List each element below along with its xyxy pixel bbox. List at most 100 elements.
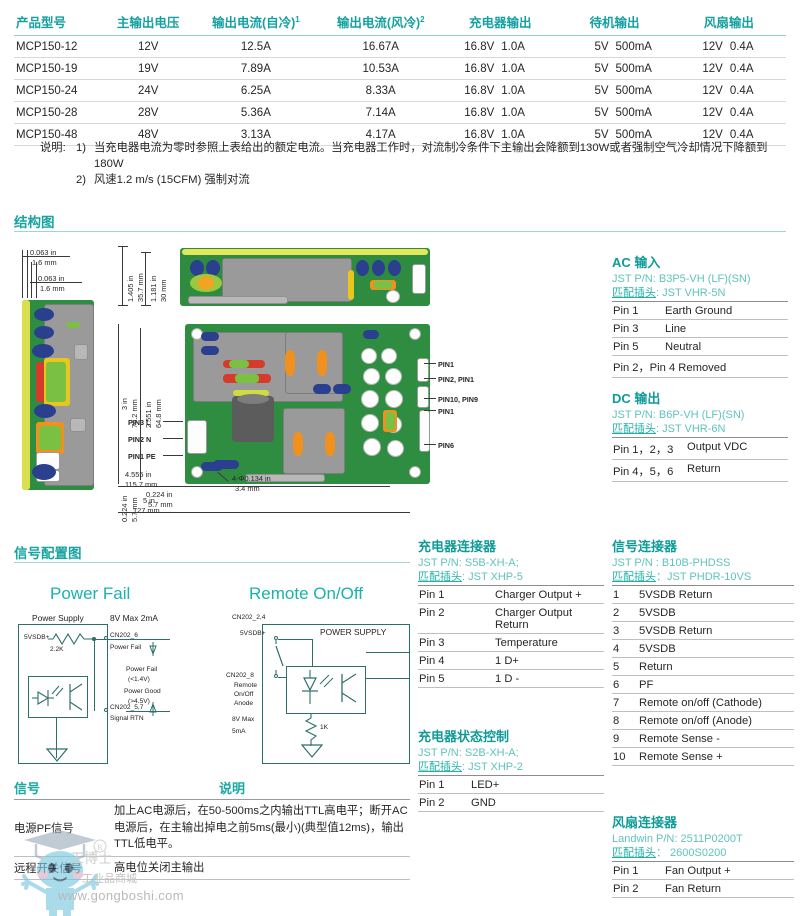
fan-voltage: 12V	[702, 84, 723, 97]
table-row: 电源PF信号 加上AC电源后，在50-500ms之内输出TTL高电平；断开AC电…	[14, 800, 410, 857]
leader-line	[163, 438, 183, 439]
connector-block-charger: 充电器连接器 JST P/N: S5B-XH-A; 匹配插头: JST XHP-…	[418, 536, 604, 688]
mechanical-drawing: 0.063 in 1.6 mm 0.063 in 1.6 mm	[0, 232, 600, 532]
dim-line-width2	[118, 512, 410, 513]
pin-function: Line	[664, 319, 788, 338]
capacitor-large	[385, 368, 402, 385]
optocoupler-internals	[302, 670, 357, 704]
dim-line	[122, 246, 123, 306]
cell-current-convection: 12.5A	[193, 35, 319, 58]
leader-line	[163, 455, 183, 456]
connector-right	[417, 358, 429, 382]
pin-number: 9	[612, 729, 638, 748]
ground-symbol	[301, 744, 323, 758]
wire	[94, 639, 95, 711]
sup-2: 2	[420, 14, 425, 24]
note-2: 2) 风速1.2 m/s (15CFM) 强制对流	[40, 172, 780, 188]
pin-number: Pin 5	[418, 669, 494, 688]
mate-value: ：JST PHDR-10VS	[656, 571, 752, 583]
fan-voltage: 12V	[702, 106, 723, 119]
signal-config-diagrams: Power Fail Power Supply 5VSDB+ 2.2K	[14, 572, 414, 772]
cell-vout: 12V	[102, 35, 194, 58]
mount-rail	[245, 474, 325, 482]
resistor-symbol	[304, 714, 318, 746]
capacitor	[356, 260, 369, 276]
wire	[18, 624, 19, 764]
connector-right	[417, 386, 429, 408]
label-power-supply: Power Supply	[32, 613, 84, 623]
table-row: 远程开关信号 高电位关闭主输出	[14, 857, 410, 880]
capacitor	[201, 462, 223, 471]
sup-1: 1	[295, 14, 300, 24]
mate-label: 匹配插头	[612, 423, 656, 435]
section-title-structure: 结构图	[14, 215, 55, 230]
dim-thickness-1-in: 0.063 in	[30, 248, 57, 257]
power-fail-schematic: Power Supply 5VSDB+ 2.2K	[18, 613, 204, 772]
specification-table: 产品型号 主输出电压 输出电流(自冷)1 输出电流(风冷)2 充电器输出 待机输…	[14, 10, 786, 146]
dc-output-mate: 匹配插头: JST VHR-6N	[612, 422, 788, 436]
mate-value: : JST XHP-2	[462, 761, 523, 773]
cap-top	[237, 394, 269, 404]
component-red	[36, 362, 46, 402]
transformer-core	[325, 432, 335, 456]
pin-number: Pin 5	[612, 337, 664, 356]
dim-height-2-in: 1.181 in	[149, 275, 158, 302]
pin-function: 1 D+	[494, 651, 604, 670]
col-header-standby-output: 待机输出	[557, 10, 672, 36]
pin-function: 5VSDB Return	[638, 585, 794, 604]
arrow-up-icon	[149, 702, 157, 716]
fan-current: 0.4A	[729, 62, 754, 75]
charger-voltage: 16.8V	[464, 40, 495, 53]
dc-output-pn: JST P/N: B6P-VH (LF)(SN)	[612, 409, 745, 421]
pin-label-left-1: PIN2 N	[128, 435, 152, 444]
col-header-output-current-convection: 输出电流(自冷)1	[193, 10, 319, 36]
pin-function: Return	[686, 459, 788, 482]
signal-table-header: 信号 说明	[14, 778, 410, 800]
capacitor	[313, 384, 331, 394]
capacitor	[213, 460, 239, 469]
charger-current: 1.0A	[501, 84, 525, 97]
pin-function: 5VSDB	[638, 639, 794, 658]
pin-number: Pin 1	[418, 585, 494, 604]
label-cn-pf: CN202_6	[110, 632, 138, 639]
connector	[412, 264, 426, 294]
dim-b2-in: 0.224 in	[146, 490, 173, 499]
pin-number: 5	[612, 657, 638, 676]
col-header-model: 产品型号	[14, 10, 103, 36]
fan-conn-pn: Landwin P/N: 2511P0200T	[612, 833, 743, 845]
label-rail: 5VSDB+	[24, 634, 50, 641]
pin-number: Pin 1，2，3	[612, 437, 686, 460]
leader-line	[424, 378, 436, 379]
signal-conn-pn: JST P/N : B10B-PHDSS	[612, 557, 731, 569]
winding	[39, 426, 61, 450]
pin-function: GND	[470, 793, 604, 812]
resistor-symbol	[48, 633, 92, 645]
capacitor	[34, 308, 54, 321]
capacitor	[372, 260, 385, 276]
heatsink	[74, 344, 88, 360]
capacitor	[34, 404, 56, 418]
dim-w2-mm: 127 mm	[133, 506, 160, 515]
pin-function: Charger Output Return	[494, 603, 604, 634]
pin-function: Remote Sense -	[638, 729, 794, 748]
standby-current: 500mA	[615, 84, 652, 97]
standby-voltage: 5V	[594, 84, 609, 97]
note-1-number: 1)	[76, 142, 87, 154]
section-rule-structure	[14, 231, 786, 233]
